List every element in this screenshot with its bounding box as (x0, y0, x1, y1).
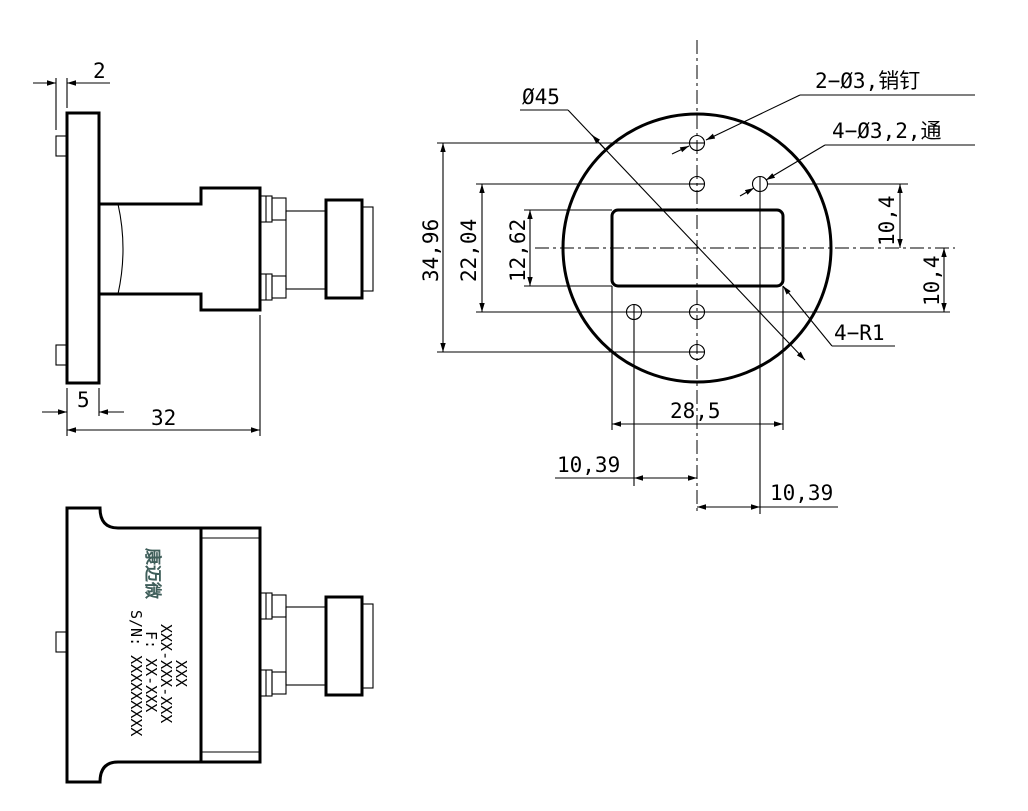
connector-neck-2 (285, 606, 327, 686)
connector-tip-2 (361, 603, 374, 689)
connector-nut-2 (324, 595, 364, 697)
flange (65, 111, 101, 385)
pin-bottom (55, 344, 68, 366)
dim-slot-height: 12,62 (506, 219, 530, 282)
dim-holes-callout: 4−Ø3,2,通 (832, 119, 942, 143)
dim-corner-radius: 4−R1 (834, 321, 885, 345)
screw-label-top (259, 592, 287, 620)
front-view: Ø45 2−Ø3,销钉 4−Ø3,2,通 4−R1 34,96 22,04 12… (419, 40, 975, 515)
connector-nut (324, 198, 364, 300)
brand-logo-text: 康迈微 (142, 548, 163, 600)
label-line-4: S/N: XXXXXXXXX (127, 610, 145, 736)
dim-height-inner: 22,04 (457, 219, 481, 282)
label-line-2: XXX-XXX-XXX (157, 624, 175, 723)
screw-top (259, 195, 287, 223)
body-outline (99, 186, 262, 312)
dim-diameter: Ø45 (522, 85, 560, 109)
screw-label-bottom (259, 669, 287, 697)
connector-neck (285, 210, 327, 290)
side-view: 2 5 32 (33, 59, 374, 436)
dim-height-outer: 34,96 (419, 219, 443, 282)
label-line-1: XXX (172, 660, 190, 687)
dim-flange-thickness: 2 (93, 59, 106, 83)
connector-tip (361, 206, 374, 292)
body-fillet (117, 203, 124, 295)
dim-hole-offset-right: 10,39 (770, 481, 833, 505)
waveguide-slot (610, 208, 785, 288)
dim-offset-bottom: 10,4 (920, 255, 944, 306)
pin-label-view (55, 631, 68, 653)
label-view: 康迈微 XXX XXX-XXX-XXX F: XX-XXX S/N: XXXXX… (55, 506, 374, 784)
dim-flange-width: 5 (77, 388, 90, 412)
dim-slot-width: 28,5 (670, 399, 721, 423)
dim-offset-top: 10,4 (875, 195, 899, 246)
dim-hole-offset-left: 10,39 (557, 453, 620, 477)
label-line-3: F: XX-XXX (142, 631, 160, 712)
label-cover (199, 526, 262, 764)
dim-pins-callout: 2−Ø3,销钉 (815, 69, 920, 93)
dim-overall-length: 32 (151, 406, 176, 430)
pin-top (55, 135, 68, 157)
flange-circle (561, 112, 833, 384)
screw-bottom (259, 273, 287, 301)
